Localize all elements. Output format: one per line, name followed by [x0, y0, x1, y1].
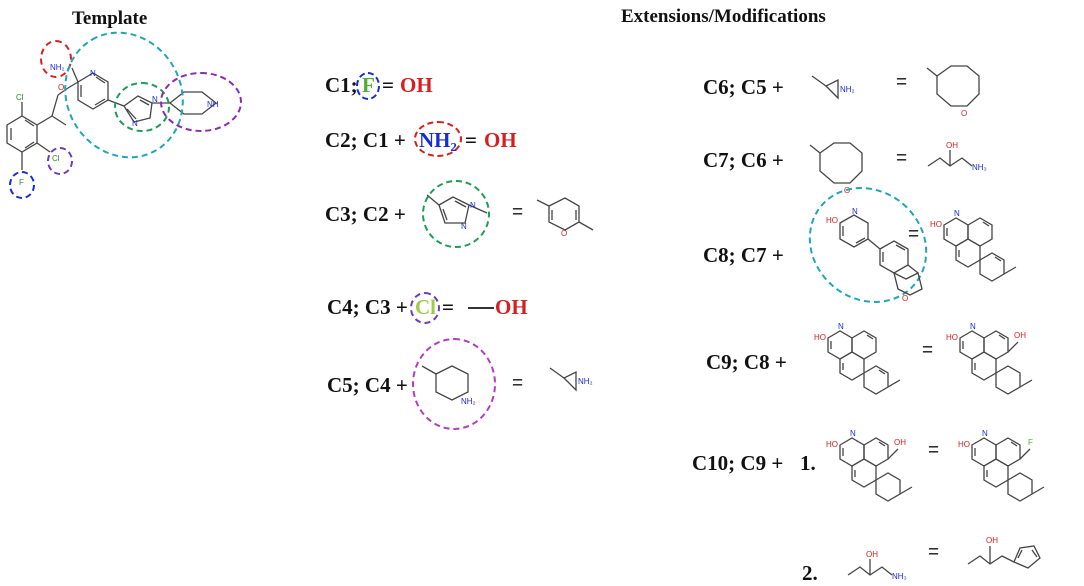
c6-label: C6; C5 + [703, 75, 784, 99]
c5-nh2plus-label: NH₂ [578, 377, 593, 386]
c1-label: C1; [325, 73, 358, 97]
c5-label: C5; C4 + [327, 373, 408, 397]
c1-f-circle [356, 72, 380, 100]
c10-step1-reactant-structure: HO N OH [826, 429, 913, 502]
c10-step2-cyclopentadiene-product-structure: OH [967, 536, 1041, 569]
c3-n2-label: N [470, 201, 476, 210]
c7-nh3-label: NH₃ [972, 163, 987, 172]
c10-step1-equals: = [928, 440, 940, 461]
c8-label: C8; C7 + [703, 243, 784, 267]
c1-equals: = [382, 73, 394, 97]
c3-label: C3; C2 + [325, 202, 406, 226]
c4-label: C4; C3 + [327, 295, 408, 319]
c7-equals: = [896, 148, 908, 169]
c10-step2-prod-oh-label: OH [986, 536, 998, 545]
c4-cl-circle [410, 292, 440, 324]
c4-equals: = [442, 295, 454, 319]
c9-hydroxy-product-structure: HO N OH [946, 322, 1033, 395]
c6-equals: = [896, 72, 908, 93]
c8-biaryl-structure: HO N O [826, 207, 923, 303]
template-cl-circle [47, 147, 73, 175]
c10-step1-fluoro-product-structure: HO N F [958, 429, 1045, 502]
c2-nh2-circle [414, 121, 462, 157]
c2-oh: OH [484, 128, 517, 152]
c10-prod-ho-label: HO [958, 440, 970, 449]
c5-piperidine-structure: NH₂ [421, 365, 476, 406]
c6-aziridinium-structure: NH₂ [811, 75, 855, 100]
c9-ho-label: HO [814, 333, 826, 342]
c8-prod-ho-label: HO [930, 220, 942, 229]
c6-oxocane-structure: O [926, 65, 980, 118]
template-nh2-circle [40, 40, 72, 78]
template-o-label: O [58, 83, 64, 92]
c2-equals: = [465, 128, 477, 152]
c3-equals: = [512, 202, 524, 223]
c9-label: C9; C8 + [706, 350, 787, 374]
c4-oh: OH [495, 295, 528, 319]
template-cl1-label: Cl [16, 93, 24, 102]
c3-o-label: O [561, 229, 567, 238]
c10-step2-aminopropanol-structure: OH NH₃ [847, 550, 907, 581]
c4-cl-symbol: Cl [415, 295, 436, 319]
c9-prod-oh-label: OH [1014, 331, 1026, 340]
c5-piperidine-circle [412, 338, 496, 430]
c3-dihydropyran-structure: O [536, 197, 594, 238]
c3-pyrazole-circle [422, 180, 490, 248]
c8-equals: = [908, 224, 920, 245]
c2-nh2-symbol: NH₂ [419, 128, 457, 152]
c10-label: C10; C9 + [692, 451, 784, 475]
extensions-heading: Extensions/Modifications [621, 6, 826, 27]
c10-ho-label: HO [826, 440, 838, 449]
template-piperidine-circle [160, 72, 242, 132]
c7-label: C7; C6 + [703, 148, 784, 172]
c8-prod-n-label: N [954, 209, 960, 218]
c2-label: C2; C1 + [325, 128, 406, 152]
c3-n-label: N [461, 222, 467, 231]
c8-benzoisoquinoline-structure: HO N [930, 209, 1017, 282]
template-heading: Template [72, 8, 148, 29]
c3-pyrazole-structure: N N [426, 194, 488, 231]
c10-prod-n-label: N [982, 429, 988, 438]
c10-step-1: 1. [800, 451, 816, 475]
c6-nh2-label: NH₂ [840, 85, 855, 94]
c8-ho-label: HO [826, 216, 838, 225]
c5-nh2-label: NH₂ [461, 397, 476, 406]
c1-f-symbol: F [362, 73, 375, 97]
c4-bond [468, 307, 494, 309]
template-f-circle [9, 171, 35, 199]
c5-equals: = [512, 373, 524, 394]
c7-aminopropanol-structure: OH NH₃ [927, 141, 987, 172]
c9-n-label: N [838, 322, 844, 331]
c7-oxocane-structure: O [809, 142, 863, 195]
c8-n-label: N [852, 207, 858, 216]
c10-step2-nh3-label: NH₃ [892, 572, 907, 581]
c5-aziridinium-structure: NH₂ [549, 367, 593, 392]
c7-o-label: O [844, 186, 850, 195]
c6-o-label: O [961, 109, 967, 118]
c1-oh: OH [400, 73, 433, 97]
c10-n-label: N [850, 429, 856, 438]
template-pyridine-n-label: N [90, 69, 96, 78]
c10-step2-equals: = [928, 542, 940, 563]
c10-oh-label: OH [894, 438, 906, 447]
c9-prod-ho-label: HO [946, 333, 958, 342]
c10-step2-oh-label: OH [866, 550, 878, 559]
c10-prod-f-label: F [1028, 438, 1033, 447]
c9-benzoisoquinoline-structure: HO N [814, 322, 901, 395]
c8-o-label: O [902, 294, 908, 303]
c7-oh-label: OH [946, 141, 958, 150]
c9-prod-n-label: N [970, 322, 976, 331]
c10-step-2: 2. [802, 561, 818, 585]
c9-equals: = [922, 340, 934, 361]
